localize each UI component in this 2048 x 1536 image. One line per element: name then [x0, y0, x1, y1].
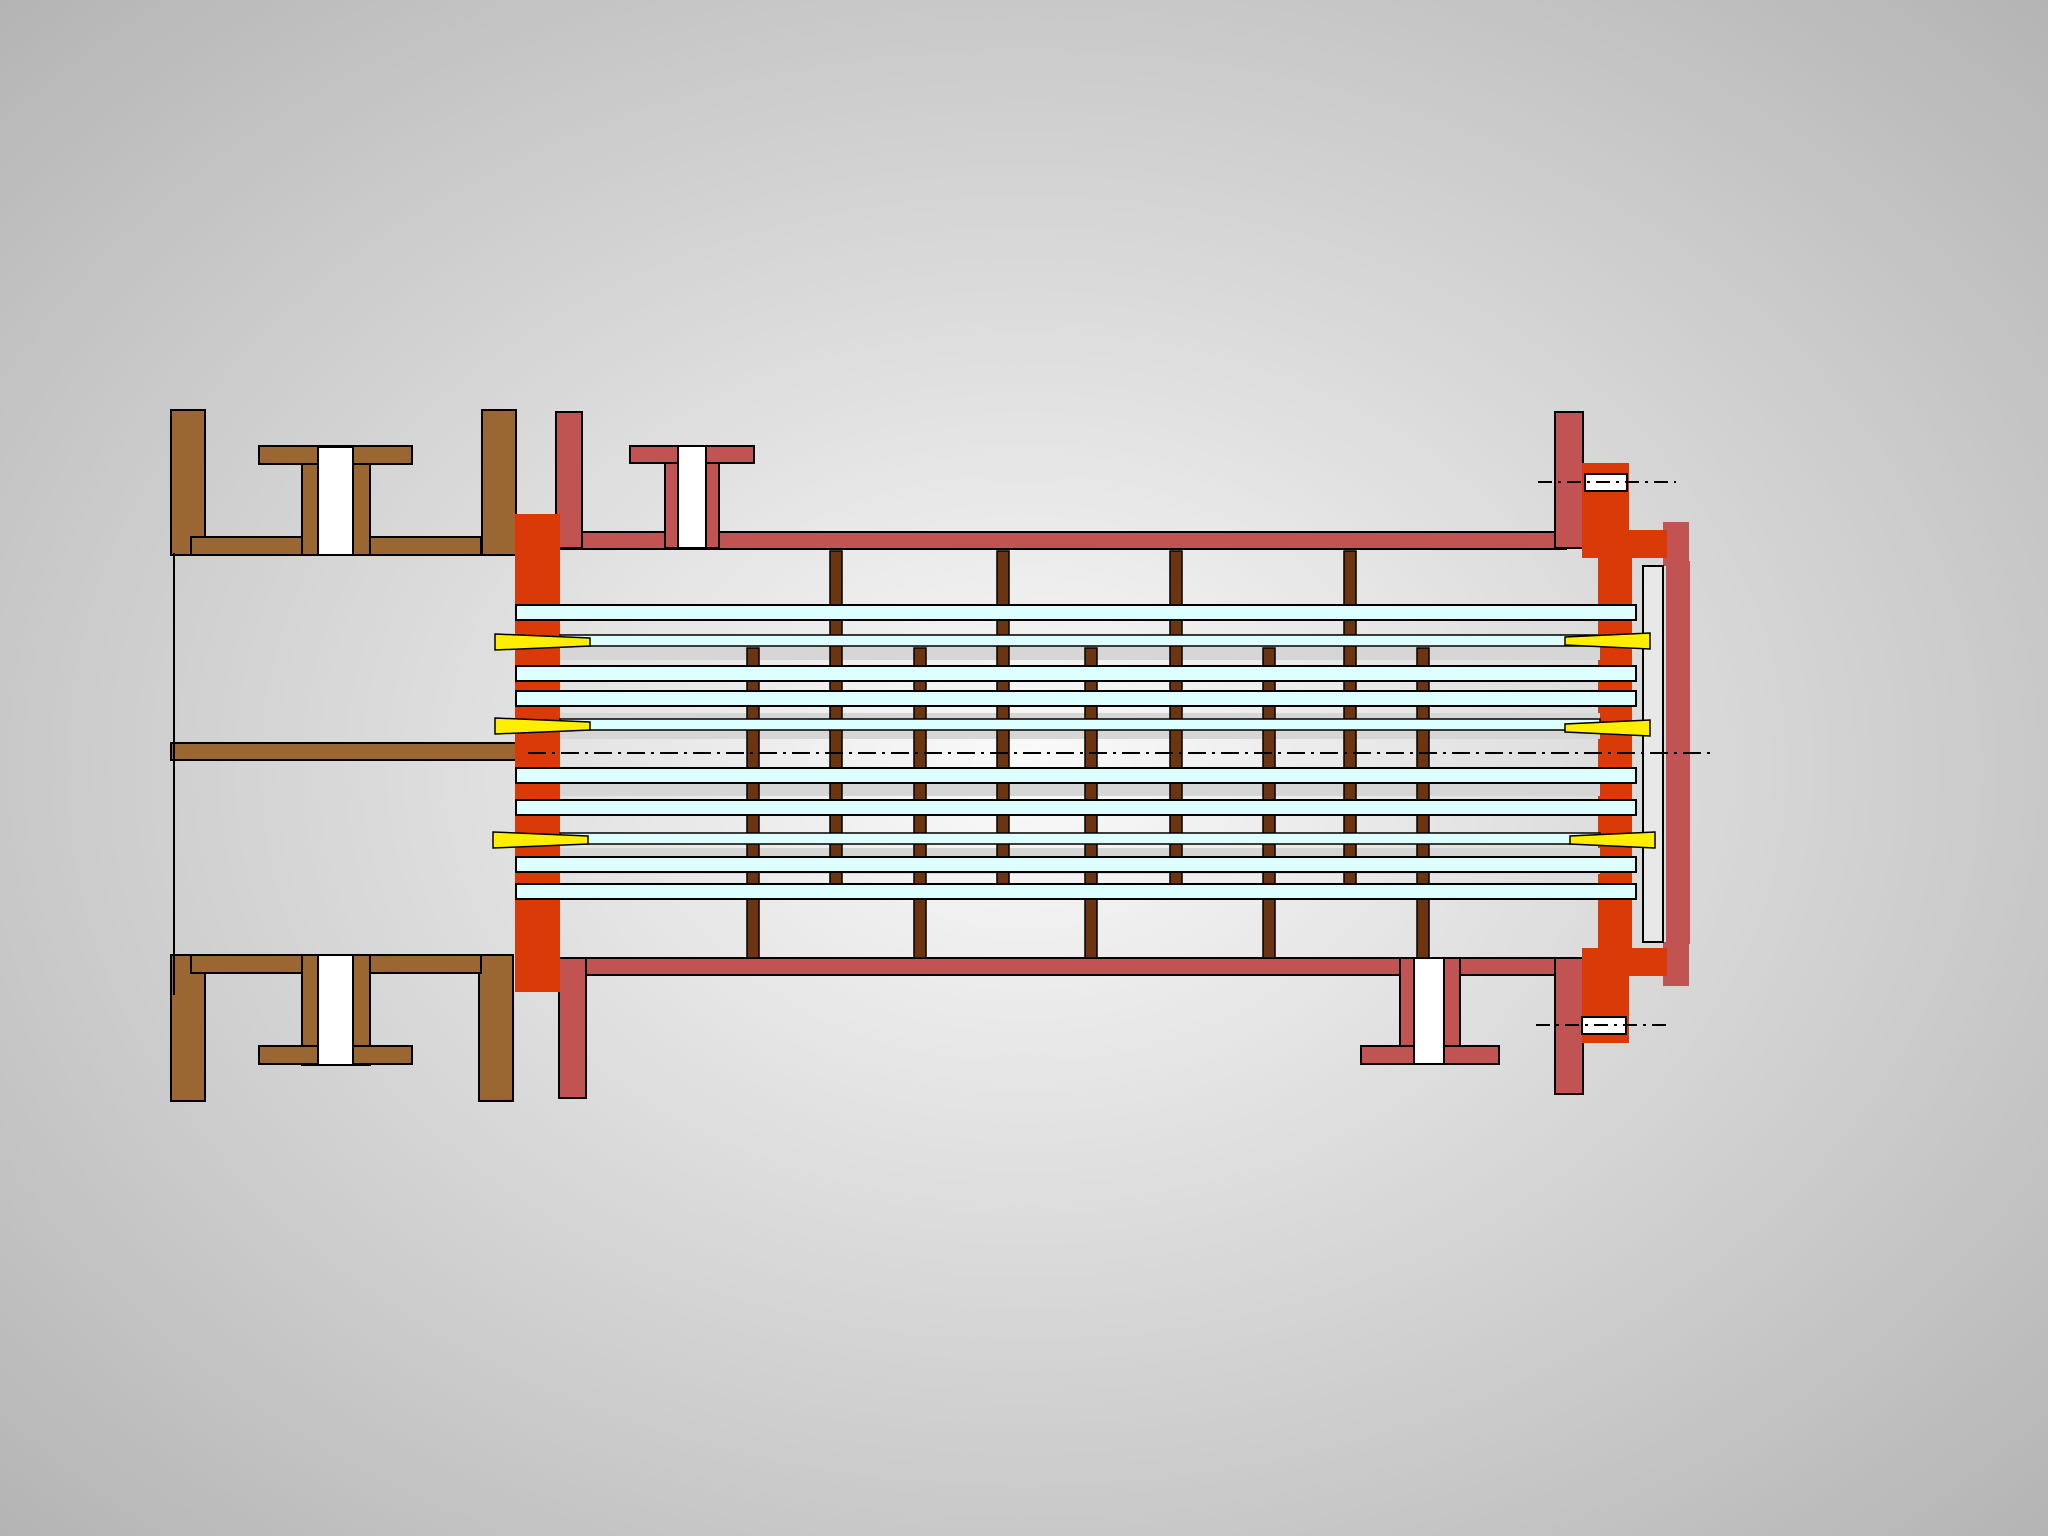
split-ring-top-lip: [1627, 530, 1667, 558]
tubes: [515, 604, 1637, 900]
tube: [515, 604, 1637, 621]
shell-front-flange-top: [555, 411, 583, 549]
floating-head-flange-top: [1663, 522, 1689, 566]
tube: [559, 718, 1601, 731]
tube: [515, 856, 1637, 873]
tube-expansion-wedge: [1564, 719, 1651, 737]
channel-top-flange-right: [481, 409, 517, 556]
tube-expansion-wedge: [494, 717, 591, 735]
channel-bottom-flange-left: [170, 954, 206, 1102]
channel-bottom-nozzle-opening: [317, 954, 354, 1066]
split-ring-bottom-lip: [1627, 948, 1667, 976]
pass-partition-plate: [170, 742, 530, 761]
shell-inlet-nozzle-opening: [677, 445, 707, 549]
tube-expansion-wedges: [492, 632, 1656, 849]
tube-expansion-wedge: [492, 831, 589, 849]
tube-expansion-wedge: [1569, 831, 1656, 849]
channel-bottom-flange-right: [478, 954, 514, 1102]
tube: [559, 634, 1601, 647]
tube: [515, 665, 1637, 682]
tube: [515, 799, 1637, 816]
shell: [555, 411, 1584, 1099]
shell-outlet-nozzle-opening: [1413, 957, 1445, 1065]
channel-top-flange-left: [170, 409, 206, 556]
tube-expansion-wedge: [494, 633, 591, 651]
channel-top-nozzle-opening: [317, 446, 354, 556]
tube: [515, 767, 1637, 784]
shell-front-flange-bottom: [558, 957, 587, 1099]
channel-head: [170, 409, 530, 1102]
floating-head-flange-bottom: [1663, 942, 1689, 986]
shell-rear-flange-top: [1554, 411, 1584, 549]
tube-expansion-wedge: [1564, 632, 1651, 650]
tube: [515, 883, 1637, 900]
tube: [515, 690, 1637, 707]
tube: [559, 832, 1601, 845]
